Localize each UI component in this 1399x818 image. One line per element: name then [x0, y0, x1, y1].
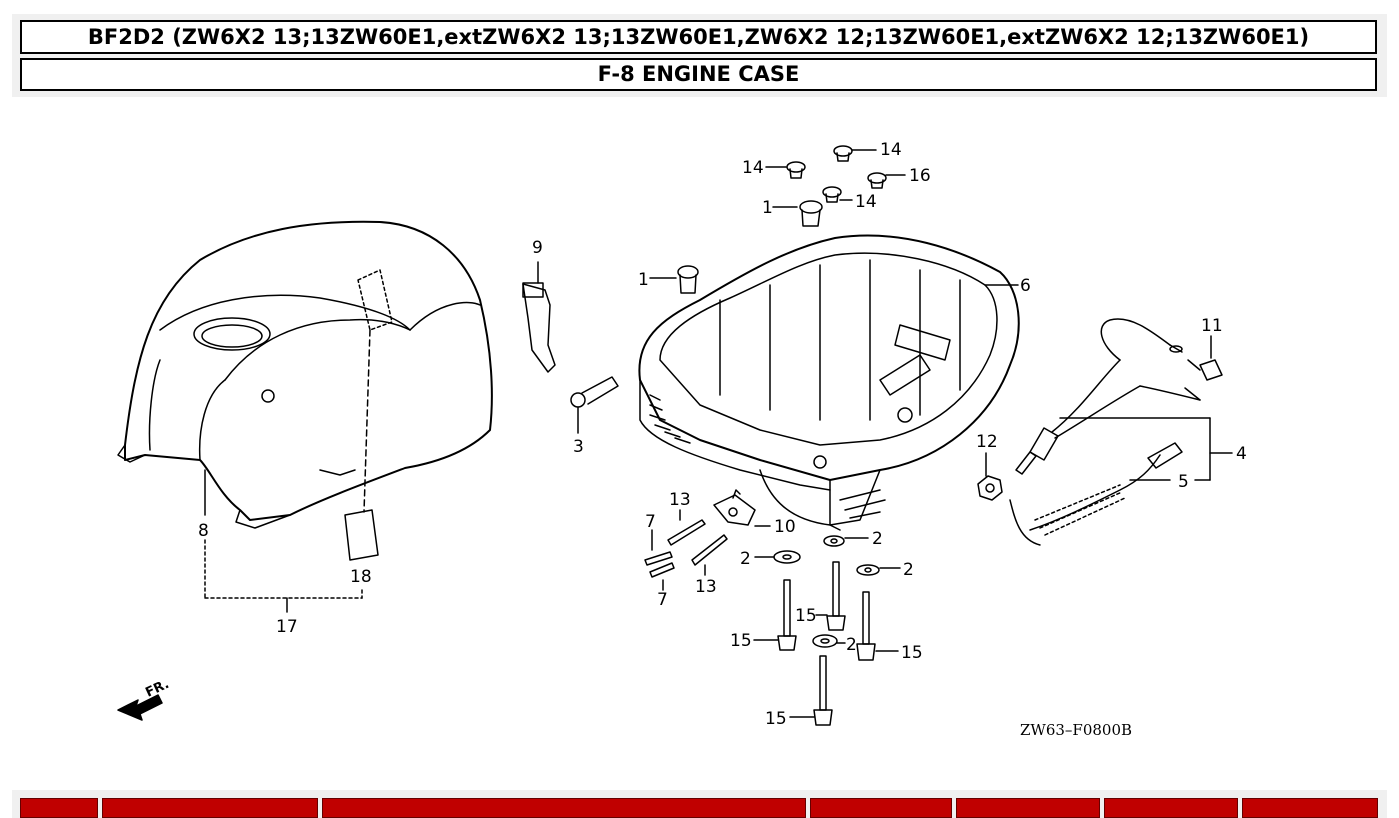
callout-18: 18	[350, 567, 372, 587]
callout-14: 14	[855, 192, 877, 212]
lanyard-part	[1009, 442, 1211, 546]
callout-12: 12	[976, 432, 998, 452]
callout-15: 15	[730, 631, 752, 651]
callout-13: 13	[669, 490, 691, 510]
pin-13	[667, 519, 706, 546]
callout-1: 1	[638, 270, 649, 290]
callout-2: 2	[903, 560, 914, 580]
callout-2: 2	[846, 635, 857, 655]
callout-10: 10	[774, 517, 796, 537]
grommet-small	[765, 145, 906, 203]
callout-6: 6	[1020, 276, 1031, 296]
callout-15: 15	[795, 606, 817, 626]
callout-11: 11	[1201, 316, 1223, 336]
grommet-large	[649, 200, 823, 294]
pin-7b	[649, 562, 675, 578]
table-header-cell	[102, 798, 318, 818]
callout-14: 14	[742, 158, 764, 178]
callout-14: 14	[880, 140, 902, 160]
label-plate-part	[344, 509, 379, 561]
model-title: BF2D2 (ZW6X2 13;13ZW60E1,extZW6X2 13;13Z…	[20, 20, 1377, 54]
callout-5: 5	[1178, 472, 1189, 492]
table-header-cell	[20, 798, 98, 818]
stop-switch-part	[1015, 318, 1233, 481]
washer-part	[754, 535, 901, 648]
callout-17: 17	[276, 617, 298, 637]
table-header-cell	[322, 798, 806, 818]
callout-16: 16	[909, 166, 931, 186]
pin-13b	[691, 534, 728, 566]
screw-part	[1187, 335, 1223, 381]
engine-case-part	[638, 234, 1020, 531]
callout-15: 15	[765, 709, 787, 729]
callout-7: 7	[657, 590, 668, 610]
callout-9: 9	[532, 238, 543, 258]
callout-13: 13	[695, 577, 717, 597]
engine-cover-part	[117, 220, 493, 529]
diagram-code: ZW63–F0800B	[1020, 721, 1132, 739]
callout-7: 7	[645, 512, 656, 532]
parts-diagram: 1 1 2 2 2 2 3 4 5 6 7 7 8 9 10 11 12 13 …	[117, 140, 1247, 739]
section-title: F-8 ENGINE CASE	[20, 58, 1377, 91]
table-header-cell	[1104, 798, 1238, 818]
nut-part	[977, 452, 1003, 501]
callout-1: 1	[762, 198, 773, 218]
clip-part	[522, 283, 556, 373]
callout-8: 8	[198, 521, 209, 541]
front-arrow-icon	[117, 694, 163, 721]
callout-2: 2	[872, 529, 883, 549]
flange-bolt-part	[753, 561, 899, 726]
table-header-cell	[1242, 798, 1378, 818]
callout-2: 2	[740, 549, 751, 569]
callout-3: 3	[573, 437, 584, 457]
callout-15: 15	[901, 643, 923, 663]
callout-4: 4	[1236, 444, 1247, 464]
table-header-cell	[956, 798, 1100, 818]
table-header-cell	[810, 798, 952, 818]
pin-7	[644, 551, 673, 566]
bracket-part	[713, 489, 771, 527]
grommet-part	[570, 376, 619, 434]
